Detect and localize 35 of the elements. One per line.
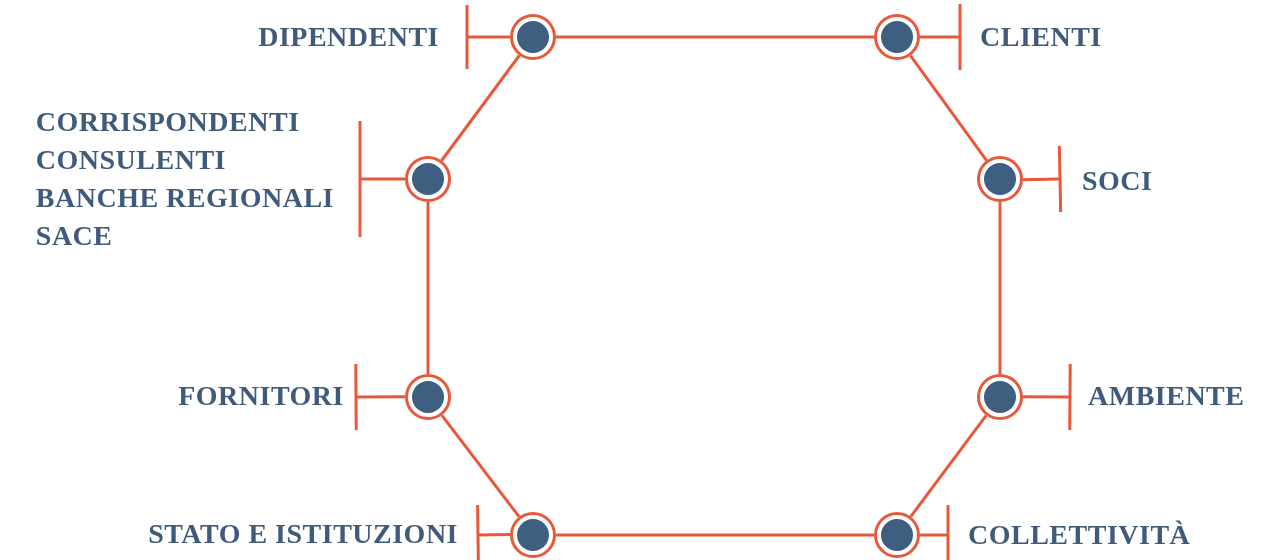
connector-line: [556, 533, 874, 537]
connector-line: [556, 35, 874, 39]
bar-ended-line: [476, 503, 511, 560]
bar-ended-line: [920, 503, 950, 560]
stakeholder-label: FORNITORI: [178, 379, 344, 413]
bar-ended-line: [1023, 362, 1072, 432]
stakeholder-label: AMBIENTE: [1088, 379, 1245, 413]
node-circle: [977, 156, 1023, 202]
connector-line: [440, 54, 521, 162]
stakeholder-label: CORRISPONDENTI: [35, 105, 300, 139]
stakeholder-label: CLIENTI: [980, 20, 1102, 54]
bar-ended-line: [358, 119, 405, 239]
stakeholder-label: STATO E ISTITUZIONI: [148, 517, 458, 551]
stakeholder-label: BANCHE REGIONALI: [35, 181, 334, 215]
stakeholder-label: COLLETTIVITÀ: [968, 518, 1191, 552]
connector-line: [909, 414, 988, 518]
bar-ended-line: [465, 3, 510, 71]
node-circle: [510, 512, 556, 558]
stakeholder-label: SACE: [35, 219, 113, 253]
connector-line: [440, 414, 521, 518]
stakeholder-label: SOCI: [1082, 164, 1153, 198]
bar-ended-line: [920, 2, 962, 72]
node-circle: [405, 374, 451, 420]
node-circle: [874, 14, 920, 60]
node-circle: [977, 374, 1023, 420]
connector-line: [998, 202, 1002, 374]
connector-line: [909, 54, 988, 162]
bar-ended-line: [1022, 144, 1063, 214]
bar-ended-line: [354, 362, 405, 432]
node-circle: [510, 14, 556, 60]
connector-line: [426, 202, 430, 374]
node-circle: [405, 156, 451, 202]
node-circle: [874, 512, 920, 558]
stakeholder-label: CONSULENTI: [35, 143, 226, 177]
stakeholder-label: DIPENDENTI: [258, 20, 439, 54]
